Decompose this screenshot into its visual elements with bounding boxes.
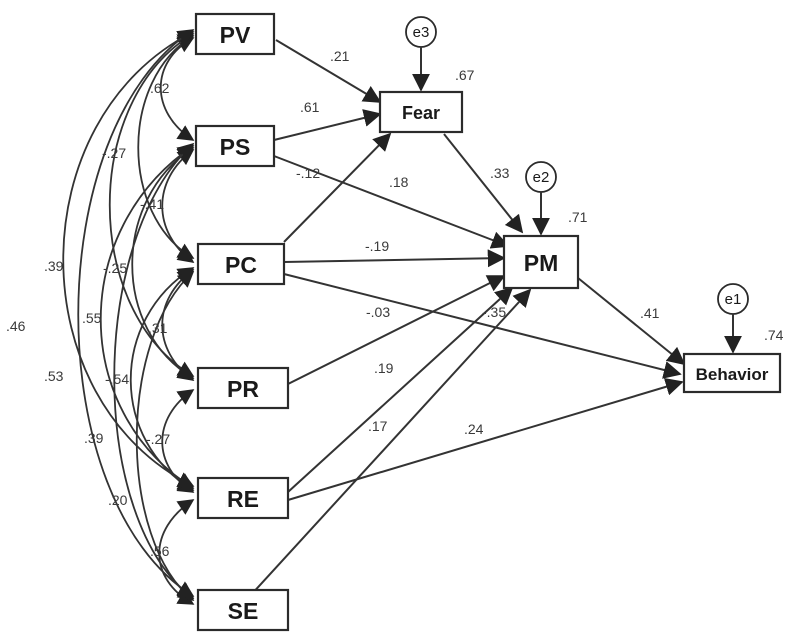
variable-boxes: PV PS PC PR RE SE Fear PM: [194, 12, 782, 632]
cov-label-ps-re: .55: [82, 310, 102, 326]
error-label-e2: e2: [533, 169, 550, 186]
cov-label-pc-re: -.54: [105, 371, 129, 387]
node-pm: PM: [502, 234, 580, 290]
node-pr: PR: [196, 366, 290, 410]
path-pr-pm: [287, 275, 506, 385]
cov-ps-se: [113, 142, 195, 599]
cov-label-pr-re: -.27: [146, 431, 170, 447]
node-label-ps: PS: [220, 134, 251, 160]
coef-re-pm: -.35: [482, 304, 506, 320]
path-coefficient-labels: .21 .61 -.12 .18 .33 -.19 -.03 .19 -.35 …: [296, 48, 660, 437]
path-pc-pm: [283, 249, 506, 268]
coef-se-pm: .17: [368, 418, 388, 434]
path-ps-pm: [273, 155, 510, 249]
cov-label-pv-re: .46: [6, 318, 26, 334]
node-label-re: RE: [227, 486, 259, 512]
cov-label-ps-se: .39: [84, 430, 104, 446]
cov-label-pv-pc: -.27: [102, 145, 126, 161]
path-pv-fear: [275, 39, 382, 103]
cov-label-pc-se: .20: [108, 492, 128, 508]
node-behavior: Behavior: [682, 352, 782, 394]
cov-pv-pr: [108, 33, 195, 377]
cov-pc-se: [135, 270, 195, 602]
path-fear-pm: [443, 133, 524, 234]
coef-pc-pm: -.19: [365, 238, 389, 254]
cov-label-pv-ps: .62: [150, 80, 170, 96]
node-se: SE: [196, 588, 290, 632]
coef-ps-pm: .18: [389, 174, 409, 190]
cov-pv-se: [77, 29, 195, 597]
covariance-curves: [62, 29, 195, 605]
regression-paths: [249, 39, 686, 597]
error-label-e3: e3: [413, 24, 430, 41]
error-terms: e3 e2 e1: [405, 16, 749, 354]
node-fear: Fear: [378, 90, 464, 134]
cov-label-pv-pr: .39: [44, 258, 64, 274]
r-squared-labels: .67 .71 .74: [455, 67, 784, 343]
cov-label-ps-pr: -.25: [103, 260, 127, 276]
node-pv: PV: [194, 12, 276, 56]
path-pc-behavior: [283, 273, 682, 379]
r2-pm: .71: [568, 209, 588, 225]
path-re-pm: [287, 286, 514, 493]
path-pm-behavior: [577, 277, 686, 366]
node-label-fear: Fear: [402, 103, 440, 123]
covariance-labels: .62 -.27 -.41 .39 -.25 .31 .46 .55 -.54 …: [6, 80, 170, 559]
coef-pr-pm: .19: [374, 360, 394, 376]
error-label-e1: e1: [725, 291, 742, 308]
r2-fear: .67: [455, 67, 475, 83]
path-re-behavior: [287, 378, 684, 501]
cov-label-pv-se: .53: [44, 368, 64, 384]
coef-ps-fear: .61: [300, 99, 320, 115]
path-ps-fear: [273, 109, 382, 141]
cov-label-ps-pc: -.41: [140, 196, 164, 212]
node-re: RE: [196, 476, 290, 520]
coef-pc-behavior: -.03: [366, 304, 390, 320]
cov-pc-re: [129, 267, 195, 491]
coef-re-behavior: .24: [464, 421, 484, 437]
node-label-pm: PM: [524, 250, 559, 276]
node-label-pc: PC: [225, 252, 257, 278]
path-pc-fear: [283, 132, 392, 243]
path-se-pm: [249, 288, 532, 597]
coef-fear-pm: .33: [490, 165, 510, 181]
node-label-pr: PR: [227, 376, 259, 402]
coef-pm-behavior: .41: [640, 305, 660, 321]
cov-pv-pc: [137, 35, 195, 259]
cov-label-pc-pr: .31: [148, 320, 168, 336]
node-pc: PC: [196, 242, 286, 286]
node-ps: PS: [194, 124, 276, 168]
r2-behavior: .74: [764, 327, 784, 343]
cov-ps-re: [99, 145, 195, 489]
cov-pv-re: [62, 31, 195, 487]
node-label-se: SE: [228, 598, 259, 624]
coef-pv-fear: .21: [330, 48, 350, 64]
node-label-pv: PV: [220, 22, 251, 48]
node-label-behavior: Behavior: [696, 365, 769, 384]
cov-label-re-se: .56: [150, 543, 170, 559]
coef-pc-fear: -.12: [296, 165, 320, 181]
